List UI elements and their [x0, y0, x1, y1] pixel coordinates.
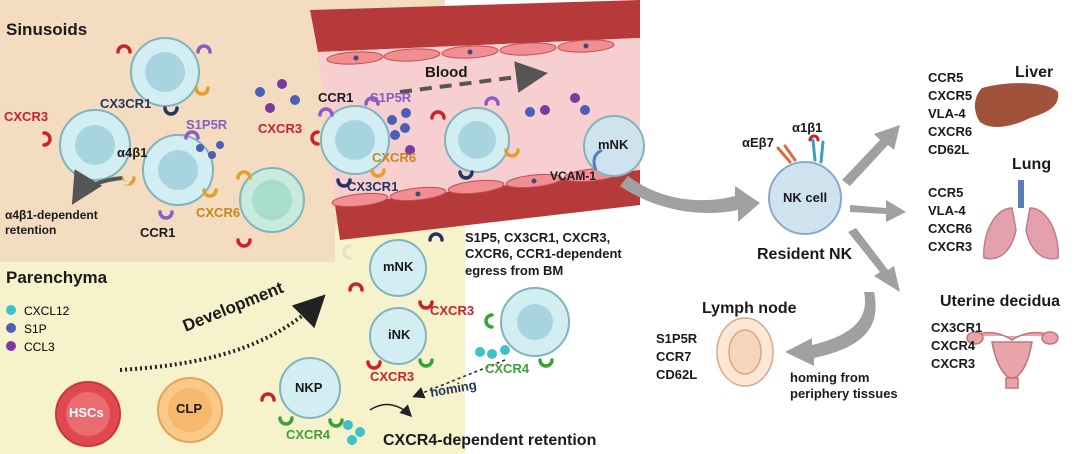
- cx3cr1-label: CX3CR1: [100, 96, 152, 111]
- mnk-blood-label: mNK: [598, 137, 629, 152]
- sinusoid-cells: [59, 37, 645, 233]
- uterine-title: Uterine decidua: [940, 293, 1061, 310]
- receptor: CXCR5: [928, 88, 973, 103]
- a1b1-label: α1β1: [792, 120, 823, 135]
- vcam-label: VCAM-1: [550, 169, 597, 183]
- clp-label: CLP: [176, 401, 202, 416]
- receptor: CCR7: [656, 349, 692, 364]
- receptors: [42, 44, 520, 248]
- receptor: CXCR6: [928, 124, 973, 139]
- legend-swatch-cxcl12: [6, 305, 16, 315]
- receptor: CXCR3: [928, 239, 973, 254]
- legend-item: S1P: [6, 320, 47, 338]
- cxcr6-label: CXCR6: [196, 205, 241, 220]
- receptor: CCR5: [928, 70, 964, 85]
- receptor: CXCR6: [928, 221, 973, 236]
- a4b1-label: α4β1: [117, 145, 148, 160]
- ccr1-label: CCR1: [140, 225, 176, 240]
- s1p5r-label: S1P5R: [186, 117, 228, 132]
- lung-organ: [983, 180, 1059, 260]
- receptor: CD62L: [656, 367, 698, 382]
- progenitor-cells: [55, 377, 223, 447]
- cxcr4-homing-label: CXCR4: [485, 361, 530, 376]
- hscs-label: HSCs: [69, 405, 104, 420]
- cxcr4-retention-label: CXCR4-dependent retention: [383, 432, 597, 449]
- blood-cxcr3-label: CXCR3: [258, 121, 303, 136]
- receptor: CXCR4: [931, 338, 976, 353]
- lymph-note: homing from periphery tissues: [790, 370, 898, 402]
- parenchyma-cells: [279, 239, 570, 419]
- blood-ccr1-label: CCR1: [318, 90, 354, 105]
- sinusoids-title: Sinusoids: [6, 20, 88, 39]
- legend-item: CCL3: [6, 338, 55, 356]
- chemokine-dots: [196, 79, 590, 159]
- cxcr3-label: CXCR3: [4, 109, 49, 124]
- cxcr3-ink-label: CXCR3: [370, 369, 415, 384]
- nkp-label: NKP: [295, 380, 323, 395]
- receptor: CX3CR1: [931, 320, 983, 335]
- blood-s1p5r-label: S1P5R: [370, 90, 412, 105]
- aeb7-label: αEβ7: [742, 135, 774, 150]
- lymph-node-organ: [716, 317, 774, 387]
- uterus-organ: [966, 331, 1059, 389]
- blood-cx3cr1-label: CX3CR1: [347, 179, 399, 194]
- receptor: S1P5R: [656, 331, 698, 346]
- retention-arrow: [71, 169, 123, 205]
- egress-label: S1P5, CX3CR1, CXCR3, CXCR6, CCR1-depende…: [465, 230, 622, 278]
- legend-swatch-s1p: [6, 323, 16, 333]
- cxcr3-mnk-label: CXCR3: [430, 303, 475, 318]
- lung-title: Lung: [1012, 156, 1052, 173]
- retention-label: α4β1-dependent retention: [5, 208, 98, 237]
- blood-label: Blood: [425, 64, 468, 81]
- receptor: VLA-4: [928, 106, 966, 121]
- mnk-label: mNK: [383, 259, 414, 274]
- legend-label: CCL3: [24, 340, 55, 354]
- receptor: VLA-4: [928, 203, 966, 218]
- legend-label: S1P: [24, 322, 47, 336]
- nk-cell-label: NK cell: [783, 190, 828, 205]
- receptor: CXCR3: [931, 356, 976, 371]
- resident-nk-title: Resident NK: [757, 246, 853, 263]
- receptor: CD62L: [928, 142, 970, 157]
- cxcr4-nkp-label: CXCR4: [286, 427, 331, 442]
- legend-label: CXCL12: [24, 304, 70, 318]
- liver-organ: [974, 83, 1059, 127]
- receptor: CCR5: [928, 185, 964, 200]
- legend-swatch-ccl3: [6, 341, 16, 351]
- ink-label: iNK: [388, 327, 411, 342]
- liver-title: Liver: [1015, 64, 1054, 81]
- blood-vessel: [310, 0, 640, 240]
- legend-item: CXCL12: [6, 302, 69, 320]
- parenchyma-title: Parenchyma: [6, 268, 108, 287]
- lymph-node-title: Lymph node: [702, 300, 797, 317]
- blood-cxcr6-label: CXCR6: [372, 150, 417, 165]
